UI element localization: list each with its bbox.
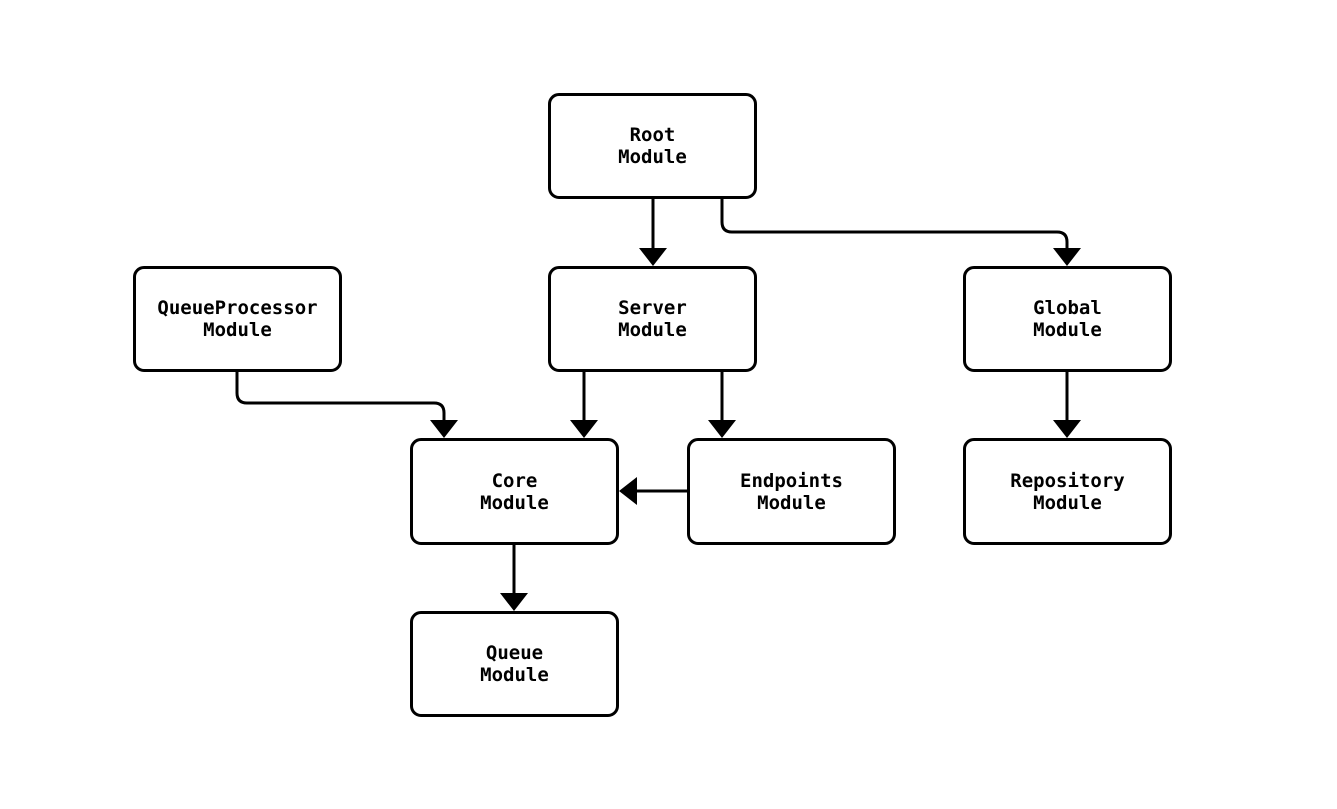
node-global-module-label: Global Module <box>1033 297 1102 341</box>
edge-global-to-repository <box>1053 371 1081 438</box>
edge-core-to-queue <box>500 545 528 611</box>
node-server-module: Server Module <box>548 266 757 372</box>
node-core-module-label: Core Module <box>480 469 549 514</box>
node-endpoints-module: Endpoints Module <box>687 438 896 545</box>
node-global-module: Global Module <box>963 266 1172 372</box>
edge-server-to-core <box>570 372 598 438</box>
edge-root-to-server <box>639 198 667 266</box>
edge-endpoints-to-core <box>619 477 687 505</box>
node-root-module-label: Root Module <box>618 124 687 168</box>
edge-queueprocessor-to-core <box>235 371 458 438</box>
node-core-module: Core Module <box>410 438 619 545</box>
node-server-module-label: Server Module <box>618 297 687 341</box>
edge-server-to-endpoints <box>708 372 736 438</box>
node-queue-module-label: Queue Module <box>480 642 549 686</box>
node-queueprocessor-module: QueueProcessor Module <box>133 266 342 372</box>
node-root-module: Root Module <box>548 93 757 199</box>
edge-root-to-global <box>720 198 1081 266</box>
node-endpoints-module-label: Endpoints Module <box>740 469 843 514</box>
node-repository-module: Repository Module <box>963 438 1172 545</box>
node-queue-module: Queue Module <box>410 611 619 717</box>
node-repository-module-label: Repository Module <box>1010 469 1125 514</box>
node-queueprocessor-module-label: QueueProcessor Module <box>157 297 318 341</box>
